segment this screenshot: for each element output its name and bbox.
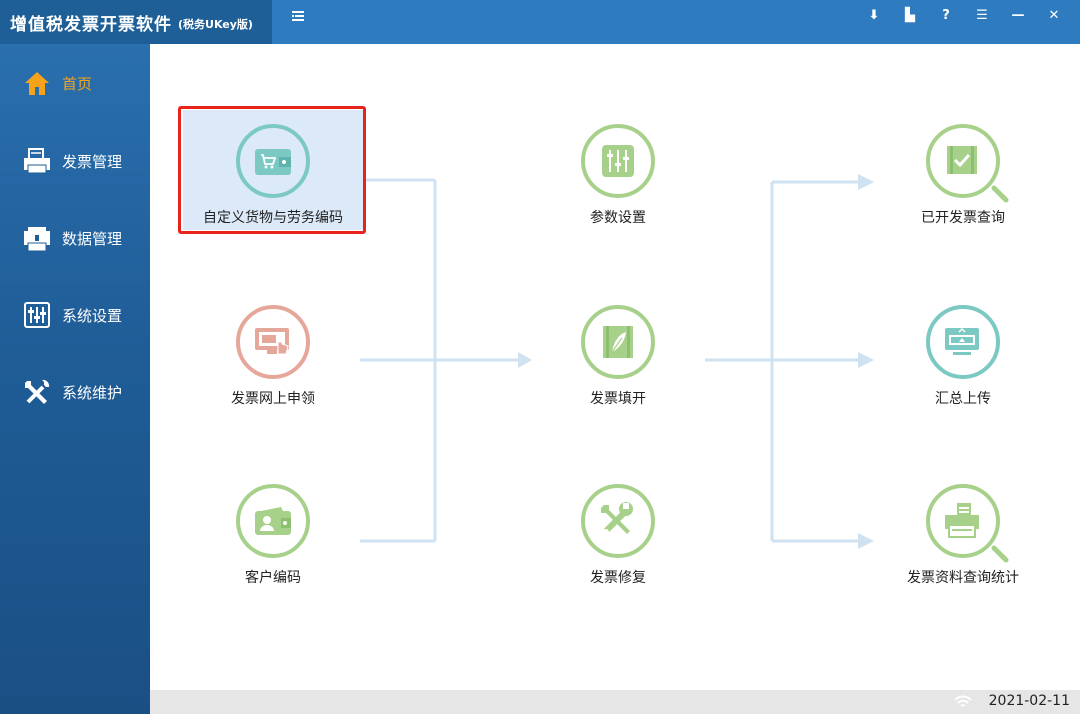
status-bar: 2021-02-11 bbox=[150, 690, 1080, 714]
close-icon[interactable]: ✕ bbox=[1048, 7, 1060, 23]
wallet-user-icon bbox=[236, 484, 310, 558]
tile-summary-upload[interactable]: 汇总上传 bbox=[873, 291, 1053, 411]
home-workflow-panel: 自定义货物与劳务编码 发票网上申领 客户编码 bbox=[150, 44, 1080, 690]
sidebar-item-home[interactable]: 首页 bbox=[0, 61, 150, 105]
docs-search-icon bbox=[926, 484, 1009, 563]
tile-label: 客户编码 bbox=[245, 570, 301, 586]
tile-label: 发票填开 bbox=[590, 391, 646, 407]
book-icon[interactable]: ▙ bbox=[905, 7, 915, 23]
sidebar-item-invoice-mgmt[interactable]: 发票管理 bbox=[0, 139, 150, 183]
wifi-icon bbox=[954, 694, 972, 710]
app-subtitle: (税务UKey版) bbox=[178, 17, 253, 31]
home-icon bbox=[22, 68, 52, 98]
printer-icon bbox=[22, 146, 52, 176]
title-bar: 增值税发票开票软件 (税务UKey版) ⬇ ▙? ☰ — ✕ bbox=[0, 0, 1080, 44]
tile-issued-invoice-query[interactable]: 已开发票查询 bbox=[873, 110, 1053, 230]
data-icon bbox=[22, 223, 52, 253]
tile-label: 参数设置 bbox=[590, 210, 646, 226]
tile-label: 已开发票查询 bbox=[921, 210, 1005, 226]
sidebar-item-label: 首页 bbox=[62, 74, 93, 93]
minimize-icon[interactable]: — bbox=[1011, 7, 1025, 23]
help-icon[interactable]: ? bbox=[942, 7, 950, 23]
sidebar-item-label: 数据管理 bbox=[62, 229, 123, 248]
tile-invoice-repair[interactable]: 发票修复 bbox=[528, 470, 708, 590]
sidebar-item-label: 系统维护 bbox=[62, 383, 123, 402]
cart-wallet-icon bbox=[236, 124, 310, 198]
wrench-screwdriver-icon bbox=[581, 484, 655, 558]
tile-custom-goods-coding[interactable]: 自定义货物与劳务编码 bbox=[183, 110, 363, 230]
status-date: 2021-02-11 bbox=[988, 693, 1070, 709]
monitor-hand-icon bbox=[236, 305, 310, 379]
tile-label: 汇总上传 bbox=[935, 391, 991, 407]
upload-icon[interactable]: ⬇ bbox=[868, 7, 880, 23]
tools-icon bbox=[22, 377, 52, 407]
tile-label: 自定义货物与劳务编码 bbox=[203, 210, 343, 226]
window-controls: ⬇ ▙? ☰ — ✕ bbox=[856, 0, 1072, 30]
tile-customer-coding[interactable]: 客户编码 bbox=[183, 470, 363, 590]
sidebar-item-label: 系统设置 bbox=[62, 306, 123, 325]
menu-icon[interactable]: ☰ bbox=[976, 7, 988, 23]
pen-leaf-icon bbox=[581, 305, 655, 379]
upload-monitor-icon bbox=[926, 305, 1000, 379]
check-search-icon bbox=[926, 124, 1009, 203]
tile-label: 发票资料查询统计 bbox=[907, 570, 1019, 586]
sidebar-item-system-settings[interactable]: 系统设置 bbox=[0, 293, 150, 337]
tile-invoice-online-request[interactable]: 发票网上申领 bbox=[183, 291, 363, 411]
tile-invoice-data-statistics[interactable]: 发票资料查询统计 bbox=[873, 470, 1053, 590]
settings-sliders-icon bbox=[22, 300, 52, 330]
tile-label: 发票修复 bbox=[590, 570, 646, 586]
sidebar-item-system-maintenance[interactable]: 系统维护 bbox=[0, 370, 150, 414]
sliders-icon bbox=[581, 124, 655, 198]
tile-invoice-issue[interactable]: 发票填开 bbox=[528, 291, 708, 411]
tile-label: 发票网上申领 bbox=[231, 391, 315, 407]
app-title-box: 增值税发票开票软件 (税务UKey版) bbox=[0, 0, 272, 44]
sidebar: 首页 发票管理 数据管理 bbox=[0, 44, 150, 714]
app-title: 增值税发票开票软件 bbox=[10, 14, 172, 35]
sidebar-item-data-mgmt[interactable]: 数据管理 bbox=[0, 216, 150, 260]
tile-parameter-settings[interactable]: 参数设置 bbox=[528, 110, 708, 230]
list-menu-icon[interactable] bbox=[288, 8, 308, 30]
sidebar-item-label: 发票管理 bbox=[62, 152, 123, 171]
workflow-connectors bbox=[360, 174, 874, 549]
